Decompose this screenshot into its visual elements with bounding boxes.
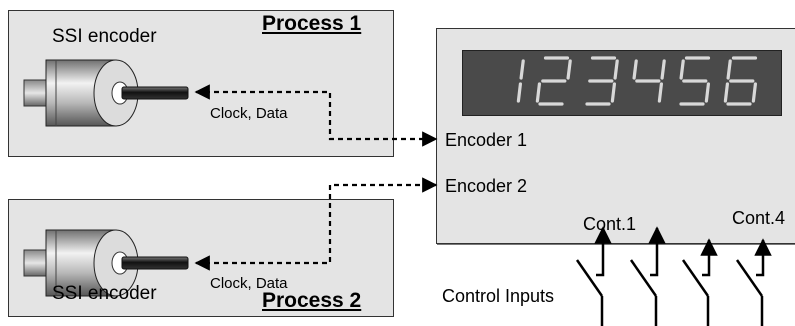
lcd-segment-c xyxy=(751,82,758,103)
control-1-label: Cont.1 xyxy=(583,214,637,234)
lcd-segment-b xyxy=(613,59,619,80)
input-encoder-2-label: Encoder 2 xyxy=(445,176,528,196)
process-1-title: Process 1 xyxy=(262,12,362,35)
control-input-3 xyxy=(681,238,718,326)
lcd-digit xyxy=(723,56,758,106)
lcd-digit xyxy=(535,56,572,106)
lcd-segment-f xyxy=(726,59,732,80)
lcd-segment-c xyxy=(704,82,711,103)
control-input-1 xyxy=(575,226,612,326)
lcd-digit xyxy=(516,59,525,103)
lcd-segment-c xyxy=(657,82,664,103)
lcd-segment-b xyxy=(566,59,572,80)
lcd-digit xyxy=(585,56,619,106)
lcd-segment-e xyxy=(723,82,730,103)
process-2-title: Process 2 xyxy=(262,289,362,312)
signal-line-encoder-1 xyxy=(194,84,438,147)
control-4-label: Cont.4 xyxy=(732,208,786,228)
encoder-1-label: SSI encoder xyxy=(52,26,157,47)
input-encoder-1-label: Encoder 1 xyxy=(445,130,528,150)
lcd-segment-c xyxy=(610,82,617,103)
ssi-encoder-2-icon xyxy=(23,229,189,297)
lcd-segment-c xyxy=(516,82,523,103)
lcd-digit xyxy=(632,59,666,103)
signal-line-encoder-2 xyxy=(194,177,438,271)
lcd-segment-f xyxy=(679,59,685,80)
ssi-encoder-1-icon xyxy=(23,59,189,127)
control-input-4 xyxy=(735,238,772,326)
control-inputs-label: Control Inputs xyxy=(442,286,555,306)
lcd-segment-b xyxy=(660,59,666,80)
control-input-2 xyxy=(629,226,666,326)
lcd-segment-f xyxy=(632,59,638,80)
signal-2-label: Clock, Data xyxy=(210,275,288,292)
lcd-segment-b xyxy=(519,59,525,80)
lcd-digit xyxy=(679,56,711,106)
encoder-2-label: SSI encoder xyxy=(52,283,157,304)
lcd-segment-e xyxy=(535,82,542,103)
signal-1-label: Clock, Data xyxy=(210,105,288,122)
lcd-digits xyxy=(516,56,758,106)
